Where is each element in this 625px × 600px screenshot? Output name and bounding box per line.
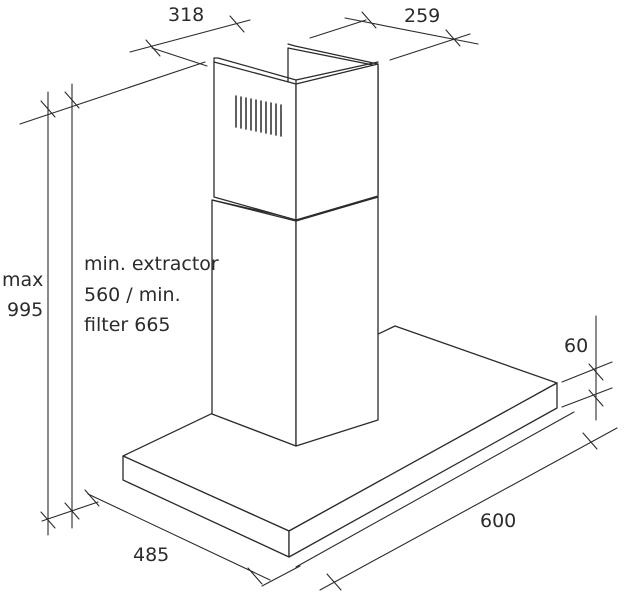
upper-chimney-left-face [213,61,297,221]
dimension-total-height: max 995 min. extractor 560 / min. filter… [2,61,219,536]
lower-chimney [211,196,379,447]
dimension-canopy-height: 60 [561,315,613,421]
ventilation-grille-icon [235,95,282,137]
upper-chimney-right-face [295,63,379,221]
chimney-depth-label: 259 [404,5,440,27]
canopy-height-label: 60 [564,335,588,357]
height-max-value: 995 [7,299,43,321]
upper-chimney [213,43,379,221]
dimension-hood-depth: 485 [84,489,301,587]
chimney-width-label: 318 [168,4,204,26]
hood-depth-label: 485 [133,544,169,566]
height-note-line3: filter 665 [84,314,171,336]
lower-chimney-left-face [211,199,297,447]
dimension-hood-width: 600 [295,411,618,591]
dimension-chimney-depth: 259 [309,5,479,61]
height-note-line2: 560 / min. [84,284,181,306]
height-max-label: max [2,269,43,291]
canopy-right-face [288,382,558,558]
dimension-chimney-width: 318 [129,4,251,67]
hood-width-label: 600 [480,510,516,532]
height-note-line1: min. extractor [84,253,219,275]
lower-chimney-right-face [295,196,379,447]
